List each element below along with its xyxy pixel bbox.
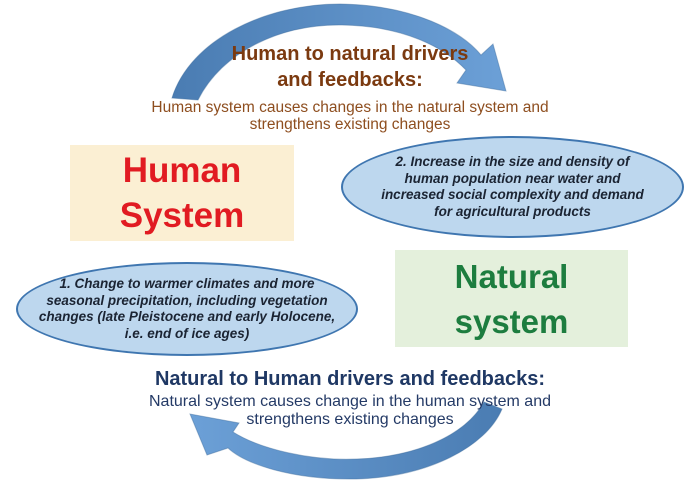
- driver-bubble-1: 1. Change to warmer climates and more se…: [16, 262, 358, 356]
- driver-1-line4: i.e. end of ice ages): [124, 325, 250, 341]
- human-system-label-line1: Human: [122, 151, 242, 190]
- driver-2-line1: 2. Increase in the size and density of: [395, 154, 630, 169]
- natural-system-label-line1: Natural: [454, 257, 569, 295]
- natural-system-box: Natural system: [395, 250, 628, 347]
- human-system-box: Human System: [70, 145, 294, 241]
- bottom-heading: Natural to Human drivers and feedbacks:: [154, 368, 546, 390]
- driver-1-line3: changes (late Pleistocene and early Holo…: [38, 309, 336, 324]
- bottom-caption: Natural to Human drivers and feedbacks: …: [0, 367, 700, 428]
- human-system-label-line2: System: [119, 196, 245, 235]
- top-caption: Human to natural drivers and feedbacks: …: [0, 41, 700, 133]
- driver-2-line2: human population near water and: [404, 170, 621, 186]
- driver-bubble-2: 2. Increase in the size and density of h…: [341, 136, 684, 238]
- driver-1-line1: 1. Change to warmer climates and more: [59, 276, 315, 291]
- driver-2-line3: increased social complexity and demand: [381, 187, 644, 202]
- top-body-line2: strengthens existing changes: [249, 116, 451, 133]
- driver-2-line4: for agricultural products: [434, 203, 591, 219]
- bottom-body-line2: strengthens existing changes: [246, 410, 454, 428]
- bottom-body-line1: Natural system causes change in the huma…: [149, 393, 551, 410]
- natural-system-label-line2: system: [454, 302, 569, 340]
- top-heading-line1: Human to natural drivers: [231, 43, 469, 65]
- top-body-line1: Human system causes changes in the natur…: [151, 99, 549, 116]
- driver-1-line2: seasonal precipitation, including vegeta…: [46, 292, 328, 308]
- top-heading-line2: and feedbacks:: [277, 69, 423, 91]
